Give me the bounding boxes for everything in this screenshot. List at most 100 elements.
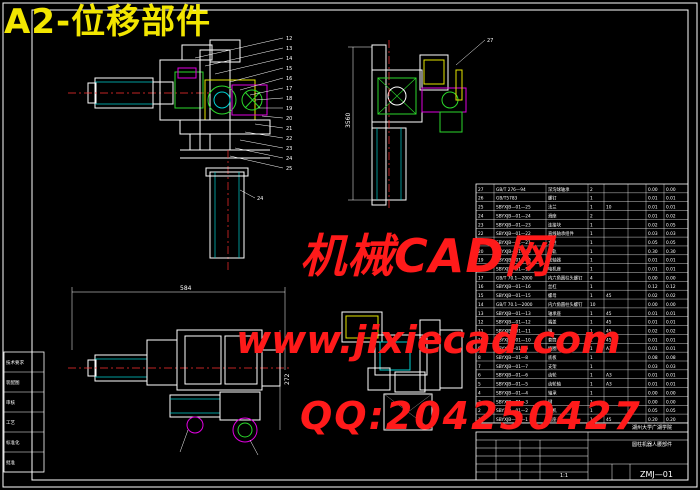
- parts-cell: 0.02: [648, 328, 658, 334]
- watermark-site-name: 机械CAD网: [300, 229, 552, 283]
- balloon-12: 12: [286, 36, 292, 42]
- parts-cell: 20: [478, 249, 484, 255]
- parts-cell: 0.05: [666, 222, 676, 228]
- parts-cell: 1: [590, 373, 593, 379]
- parts-cell: 0.02: [666, 328, 676, 334]
- parts-cell: SBYXJB—01—16: [496, 284, 531, 290]
- parts-cell: 11: [478, 328, 484, 334]
- parts-cell: 深沟球轴承: [548, 186, 570, 193]
- parts-cell: 0.03: [666, 364, 676, 370]
- parts-cell: 1: [590, 231, 593, 237]
- parts-cell: 15: [478, 293, 484, 299]
- parts-cell: 1: [478, 417, 481, 423]
- parts-cell: 1: [590, 205, 593, 211]
- parts-cell: 17: [478, 275, 484, 281]
- left-block-label: 技术要求: [6, 359, 24, 366]
- parts-cell: 0.30: [666, 249, 676, 255]
- balloon-14: 14: [286, 56, 292, 62]
- parts-cell: GB/T 70.1—2000: [496, 302, 533, 308]
- parts-cell: 1: [590, 408, 593, 414]
- parts-cell: SBYXJB—01—19: [496, 258, 531, 264]
- parts-cell: 挡圈: [548, 345, 557, 352]
- parts-cell: SBYXJB—01—4: [496, 390, 528, 396]
- parts-cell: 0.01: [666, 346, 676, 352]
- title-drawing-code: ZMJ—01: [640, 470, 673, 479]
- parts-cell: 16: [478, 284, 484, 290]
- parts-cell: 0.05: [666, 240, 676, 246]
- parts-cell: 丝杠: [548, 283, 557, 290]
- parts-cell: 0.08: [666, 355, 676, 361]
- parts-cell: 1: [590, 390, 593, 396]
- drawing-title: A2-位移部件: [4, 2, 212, 42]
- parts-cell: 10: [478, 337, 484, 343]
- balloon-21: 21: [286, 126, 292, 132]
- parts-cell: 底板: [548, 354, 557, 361]
- parts-cell: 0.00: [666, 275, 676, 281]
- parts-cell: 电机座: [548, 266, 562, 273]
- parts-cell: 12: [478, 320, 484, 326]
- parts-cell: GB/T5783: [496, 196, 518, 202]
- parts-cell: 0.00: [666, 302, 676, 308]
- parts-cell: 0.12: [648, 284, 658, 290]
- parts-cell: 套筒: [548, 336, 557, 343]
- parts-cell: 0.01: [648, 373, 658, 379]
- parts-cell: 电机: [548, 407, 557, 414]
- parts-cell: 1: [590, 320, 593, 326]
- parts-cell: 0.00: [666, 399, 676, 405]
- parts-cell: 10: [590, 302, 596, 308]
- parts-cell: 1: [590, 293, 593, 299]
- parts-cell: 1: [590, 382, 593, 388]
- parts-cell: 法兰: [548, 204, 557, 211]
- parts-cell: SBYXJB—01—6: [496, 373, 528, 379]
- parts-cell: 端盖: [548, 319, 557, 326]
- parts-cell: SBYXJB—01—12: [496, 320, 531, 326]
- parts-cell: 0.01: [666, 382, 676, 388]
- parts-cell: 0.01: [648, 346, 658, 352]
- parts-cell: 立柱: [548, 239, 557, 246]
- parts-cell: 0.01: [648, 205, 658, 211]
- title-university: 湖州大学广湖学院: [632, 424, 672, 431]
- parts-cell: SBYXJB—01—11: [496, 328, 531, 334]
- left-block-label: 标准化: [6, 439, 20, 446]
- parts-cell: SBYXJB—01—8: [496, 355, 528, 361]
- parts-cell: 1: [590, 311, 593, 317]
- parts-cell: 27: [478, 187, 484, 193]
- parts-cell: 1: [590, 328, 593, 334]
- parts-cell: A3: [606, 373, 612, 379]
- parts-cell: SBYXJB—01—10: [496, 337, 531, 343]
- parts-cell: 0.01: [648, 258, 658, 264]
- balloon-24: 24: [257, 196, 263, 202]
- parts-cell: 0.01: [648, 337, 658, 343]
- parts-cell: 2: [590, 213, 593, 219]
- parts-cell: 2: [590, 187, 593, 193]
- parts-cell: 0.02: [666, 293, 676, 299]
- dim-bottom-right: 272: [284, 373, 291, 385]
- parts-cell: SBYXJB—01—3: [496, 399, 528, 405]
- left-block-label: 审核: [6, 399, 15, 406]
- parts-cell: 1: [590, 249, 593, 255]
- parts-cell: 0.08: [648, 355, 658, 361]
- balloon-16: 16: [286, 76, 292, 82]
- parts-cell: 45: [606, 311, 612, 317]
- parts-cell: 13: [478, 311, 484, 317]
- parts-cell: GB/T 70.1—2000: [496, 275, 533, 281]
- parts-cell: 24: [478, 213, 484, 219]
- parts-cell: 1: [590, 417, 593, 423]
- parts-cell: SBYXJB—01—22: [496, 231, 531, 237]
- parts-cell: SBYXJB—01—2: [496, 408, 528, 414]
- parts-cell: 内六角圆柱头螺钉: [548, 274, 583, 281]
